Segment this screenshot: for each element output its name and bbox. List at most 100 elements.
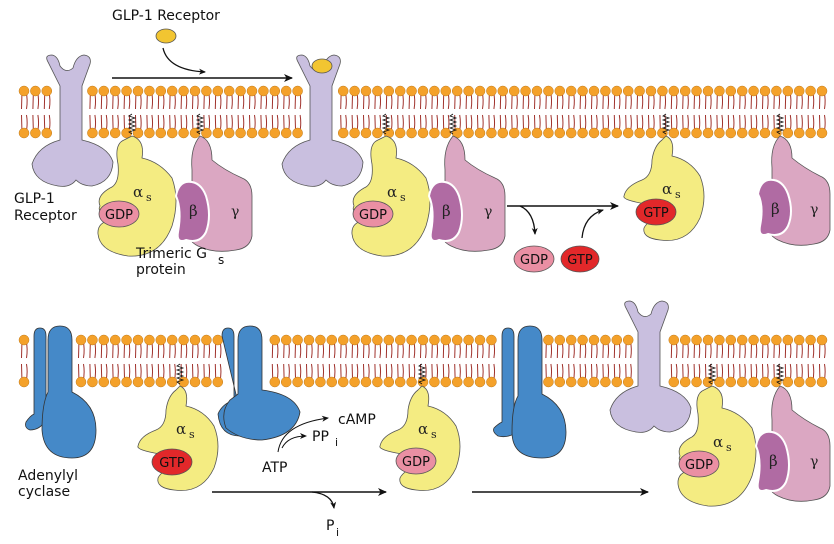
lipid-head [18,376,30,388]
lipid-head [725,376,737,388]
receptor-label-line2: Receptor [14,208,77,224]
lipid-head [383,376,395,388]
lipid-head [793,376,805,388]
lipid-head [223,85,235,97]
svg-text:α: α [662,180,672,198]
glp1-ligand-bound [311,58,333,74]
glp1-receptor-inactive [31,54,114,187]
lipid-head [212,376,224,388]
lipid-head [166,334,178,346]
lipid-head [315,376,326,388]
lipid-head [337,85,349,97]
lipid-head [611,127,623,139]
lipid-head [714,127,725,139]
lipid-head [668,376,680,388]
lipid-head [782,127,794,139]
lipid-head [531,85,543,97]
lipid-head [18,85,30,97]
lipid-head [577,127,588,139]
lipid-head [144,127,155,139]
pi-label: P [326,518,334,534]
lipid-head [554,334,566,346]
lipid-head [109,85,121,97]
lipid-head [166,127,178,139]
lipid-head [645,127,657,139]
lipid-head [474,334,486,346]
ppi-arrow [281,433,307,449]
lipid-head [246,85,258,97]
lipid-head [349,85,360,97]
lipid-head [702,376,714,388]
lipid-head [600,127,611,139]
svg-text:β: β [771,200,780,218]
lipid-head [406,334,417,346]
lipid-head [759,127,771,139]
gdp-bound-4 [678,450,720,478]
lipid-head [109,127,121,139]
lipid-head [98,334,110,346]
lipid-head [805,85,816,97]
lipid-head [132,334,144,346]
lipid-head [201,127,212,139]
lipid-head [87,127,98,139]
lipid-head [326,376,338,388]
lipid-head [451,85,463,97]
lipid-head [577,376,588,388]
lipid-head [474,376,486,388]
lipid-head [600,334,611,346]
lipid-head [394,127,406,139]
lipid-head [474,85,486,97]
beta-subunit-2 [427,180,463,242]
lipid-head [189,334,201,346]
lipid-head [486,85,497,97]
svg-text:GDP: GDP [402,455,430,470]
g-protein-label-line1: Trimeric G [135,246,207,262]
lipid-head [657,85,668,97]
lipid-head [18,127,30,139]
ligand-label: GLP-1 Receptor [112,8,220,24]
lipid-head [793,334,805,346]
lipid-head [144,334,155,346]
lipid-head [702,334,714,346]
lipid-head [748,334,759,346]
lipid-head [417,85,429,97]
svg-text:GTP: GTP [159,456,185,471]
gdp-release-arrow [519,205,538,235]
lipid-head [805,127,816,139]
lipid-head [622,376,634,388]
svg-text:α: α [418,420,428,438]
lipid-head [360,85,372,97]
gdp-bound-2 [352,200,394,228]
lipid-head [463,334,474,346]
lipid-head [394,376,406,388]
lipid-head [474,127,486,139]
lipid-head [269,376,281,388]
lipid-head [178,127,189,139]
lipid-head [144,85,155,97]
lipid-head [280,85,292,97]
lipid-head [121,127,132,139]
lipid-head [360,334,372,346]
free-gdp [513,245,555,273]
lipid-head [394,334,406,346]
lipid-head [372,334,383,346]
lipid-head [543,127,554,139]
lipid-head [223,127,235,139]
lipid-head [132,85,144,97]
lipid-head [280,334,292,346]
gtp-bound-1 [635,198,677,226]
lipid-head [269,334,281,346]
gdp-bound-3 [395,447,437,475]
svg-text:α: α [387,183,397,201]
lipid-head [543,85,554,97]
lipid-head [337,127,349,139]
lipid-head [736,85,748,97]
lipid-head [189,127,201,139]
lipid-head [668,127,680,139]
lipid-head [394,85,406,97]
lipid-head [406,376,417,388]
svg-text:α: α [176,420,186,438]
svg-text:γ: γ [484,204,492,220]
lipid-head [360,127,372,139]
lipid-head [463,376,474,388]
